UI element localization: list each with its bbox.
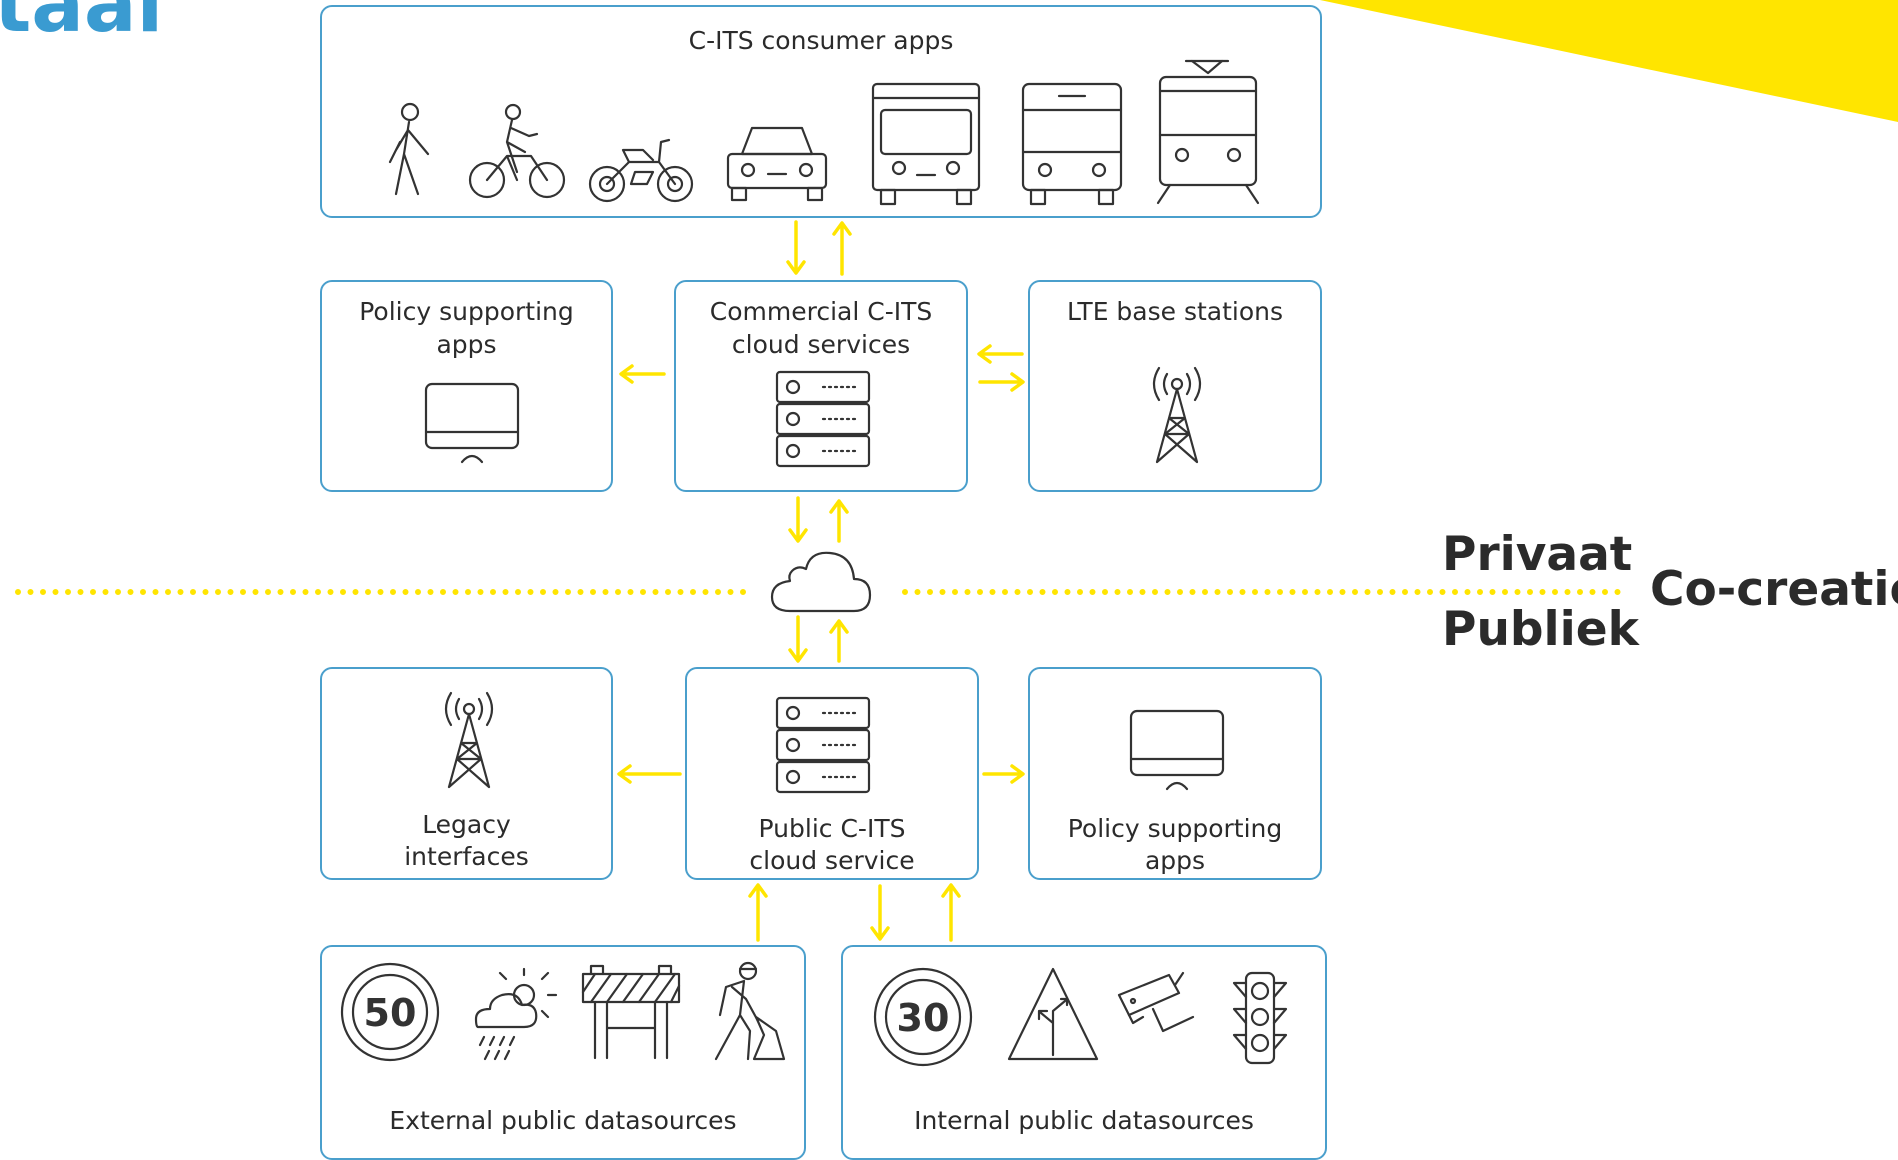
bus-icon (1021, 82, 1123, 206)
commercial-cloud-label-1: Commercial C-ITS (709, 297, 933, 326)
label-privaat: Privaat (1442, 527, 1633, 582)
traffic-light-icon (1232, 971, 1288, 1065)
arrow-down-public-internal (870, 884, 890, 941)
sign-value-50: 50 (364, 991, 417, 1035)
label-publiek: Publiek (1442, 602, 1639, 657)
arrow-right-commercial-lte (978, 372, 1025, 392)
corner-title: taal (0, 0, 164, 50)
server-icon (775, 370, 871, 468)
policy-apps-bottom-label-1: Policy supporting (1067, 814, 1283, 843)
lte-title: LTE base stations (1066, 297, 1284, 326)
consumer-apps-title: C-ITS consumer apps (688, 26, 954, 55)
turn-sign-icon (1007, 967, 1099, 1061)
motorbike-icon (588, 138, 694, 203)
truck-icon (871, 82, 981, 206)
monitor-icon (424, 382, 520, 464)
cloud-icon (770, 551, 872, 613)
arrow-up-cloud-commercial (829, 499, 849, 543)
arrow-left-public-legacy (617, 764, 682, 784)
arrow-up-public-cloud (829, 619, 849, 663)
public-cloud-label-1: Public C-ITS (758, 814, 906, 843)
pedestrian-icon (388, 102, 430, 196)
arrow-up-commercial-consumer (832, 221, 852, 276)
arrow-up-external-public (748, 883, 768, 942)
lte-box: LTE base stations (1028, 280, 1322, 492)
commercial-cloud-label-2: cloud services (731, 330, 911, 359)
legacy-label-2: interfaces (404, 842, 529, 871)
consumer-apps-box: C-ITS consumer apps (320, 5, 1322, 218)
speed-sign-30-icon: 30 (873, 967, 973, 1067)
antenna-tower-icon (444, 691, 494, 789)
public-cloud-label-2: cloud service (749, 846, 915, 875)
legacy-label-1: Legacy (422, 810, 511, 839)
roadworker-icon (714, 961, 786, 1061)
commercial-cloud-box: Commercial C-ITS cloud services (674, 280, 968, 492)
cyclist-icon (468, 103, 566, 199)
external-datasources-box: 50 External public datasources (320, 945, 806, 1160)
arrow-down-cloud-public (788, 615, 808, 663)
policy-apps-top-label-2: apps (436, 330, 497, 359)
legacy-box: Legacy interfaces (320, 667, 613, 880)
arrow-right-public-policy (982, 764, 1025, 784)
antenna-tower-icon (1152, 366, 1202, 464)
policy-apps-bottom-box: Policy supporting apps (1028, 667, 1322, 880)
internal-datasources-box: 30 Internal public datasources (841, 945, 1327, 1160)
speed-sign-50-icon: 50 (340, 962, 440, 1062)
monitor-icon (1129, 709, 1225, 791)
sign-value-30: 30 (897, 996, 950, 1040)
arrow-left-lte-commercial (977, 344, 1024, 364)
external-datasources-title: External public datasources (389, 1106, 737, 1135)
arrow-left-commercial-policy (619, 364, 666, 384)
policy-apps-bottom-label-2: apps (1144, 846, 1206, 875)
public-cloud-box: Public C-ITS cloud service (685, 667, 979, 880)
internal-datasources-title: Internal public datasources (914, 1106, 1254, 1135)
arrow-up-internal-public (941, 883, 961, 942)
roadblock-icon (581, 964, 681, 1060)
policy-apps-top-label-1: Policy supporting (359, 297, 574, 326)
label-co-creatie: Co-creatie (1650, 562, 1898, 617)
policy-apps-top-box: Policy supporting apps (320, 280, 613, 492)
arrow-down-consumer-commercial (786, 220, 806, 275)
camera-icon (1117, 971, 1195, 1033)
car-icon (726, 126, 828, 202)
weather-icon (474, 967, 558, 1061)
tram-icon (1156, 59, 1260, 205)
arrow-down-commercial-cloud (788, 496, 808, 543)
server-icon (775, 696, 871, 794)
